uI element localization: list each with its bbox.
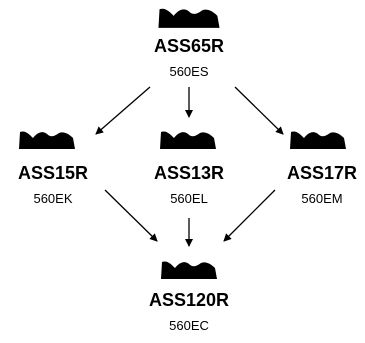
node-ass65r: ASS65R 560ES: [154, 8, 224, 79]
edge-top-to-left: [95, 86, 151, 135]
fragment-silhouette-icon: [161, 261, 217, 279]
node-ass15r: ASS15R 560EK: [18, 131, 88, 206]
node-code: 560EC: [169, 318, 209, 333]
edges: [95, 86, 284, 247]
fragment-silhouette-icon: [19, 131, 75, 149]
fragment-silhouette-icon: [290, 131, 346, 149]
node-name: ASS17R: [287, 163, 357, 183]
node-name: ASS120R: [149, 290, 229, 310]
edge-right-to-bottom: [223, 189, 276, 242]
node-code: 560EL: [170, 191, 208, 206]
fragment-silhouette-icon: [158, 8, 220, 28]
node-name: ASS15R: [18, 163, 88, 183]
node-name: ASS65R: [154, 36, 224, 56]
node-ass13r: ASS13R 560EL: [154, 131, 224, 206]
node-ass17r: ASS17R 560EM: [287, 131, 357, 206]
edge-top-to-right: [234, 86, 284, 135]
node-code: 560EM: [301, 191, 342, 206]
edge-left-to-bottom: [104, 189, 158, 242]
node-ass120r: ASS120R 560EC: [149, 261, 229, 333]
node-code: 560EK: [33, 191, 72, 206]
node-name: ASS13R: [154, 163, 224, 183]
node-code: 560ES: [169, 64, 208, 79]
fragment-silhouette-icon: [160, 131, 216, 149]
